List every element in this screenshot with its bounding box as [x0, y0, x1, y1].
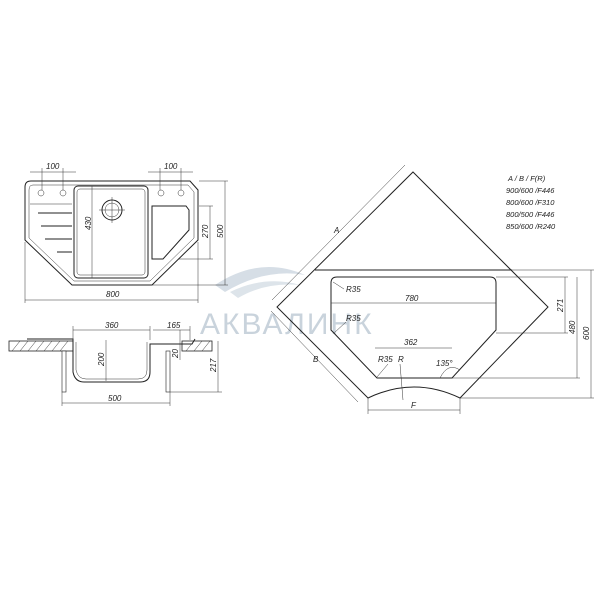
dim-bowl-width: 360 — [105, 321, 119, 330]
label-r35-side: R35 — [346, 314, 361, 323]
label-b: B — [313, 355, 319, 364]
label-r: R — [398, 355, 404, 364]
dim-hole-right: 100 — [164, 162, 178, 171]
section-view: 360 165 200 20 217 500 — [8, 321, 222, 406]
dim-small-bowl-height: 20 — [171, 349, 180, 359]
dim-small-bowl: 270 — [201, 224, 210, 239]
size-table-row: 800/600 /F310 — [506, 198, 555, 207]
corner-view: A B F R35 780 R35 362 R35 R 135° 271 480… — [270, 164, 594, 414]
dim-bowl-height: 200 — [97, 352, 106, 367]
dim-780: 780 — [405, 294, 419, 303]
dim-271: 271 — [556, 299, 565, 313]
sink-rim — [28, 184, 195, 282]
size-table-row: 900/600 /F446 — [506, 186, 555, 195]
tap-holes — [37, 189, 185, 197]
size-table-row: 850/600 /R240 — [506, 222, 556, 231]
countertop-right — [181, 340, 213, 352]
dim-600: 600 — [582, 326, 591, 340]
label-r35-top: R35 — [346, 285, 361, 294]
dim-cutout: 500 — [108, 394, 122, 403]
corner-countertop — [276, 171, 549, 399]
cabinet-wall-right — [165, 350, 171, 393]
cabinet-wall-left — [61, 350, 67, 393]
dim-480: 480 — [568, 320, 577, 334]
main-bowl — [73, 185, 149, 279]
dim-width-total: 800 — [106, 290, 120, 299]
dim-small-bowl-width: 165 — [167, 321, 181, 330]
size-table: A / B / F(R) 900/600 /F446 800/600 /F310… — [506, 174, 556, 231]
label-a: A — [333, 226, 339, 235]
dim-angle: 135° — [436, 359, 453, 368]
watermark-text: АКВАЛИНК — [200, 308, 374, 341]
sink-outline — [24, 180, 199, 286]
drainer-grooves — [30, 203, 72, 253]
small-bowl — [151, 205, 190, 260]
dim-hole-left: 100 — [46, 162, 60, 171]
size-table-row: 800/500 /F446 — [506, 210, 555, 219]
label-r35-bottom: R35 — [378, 355, 393, 364]
dim-total-height: 217 — [209, 358, 218, 373]
label-f: F — [411, 401, 417, 410]
dim-depth-total: 500 — [216, 224, 225, 238]
dim-a-line — [271, 164, 406, 301]
size-table-header: A / B / F(R) — [507, 174, 546, 183]
dim-bowl-depth: 430 — [84, 216, 93, 230]
dim-362: 362 — [404, 338, 418, 347]
watermark-logo: АКВАЛИНК — [200, 267, 374, 341]
sink-profile — [27, 338, 196, 383]
dim-b-line — [270, 310, 359, 403]
top-view: 100 100 430 270 500 800 — [24, 162, 228, 303]
